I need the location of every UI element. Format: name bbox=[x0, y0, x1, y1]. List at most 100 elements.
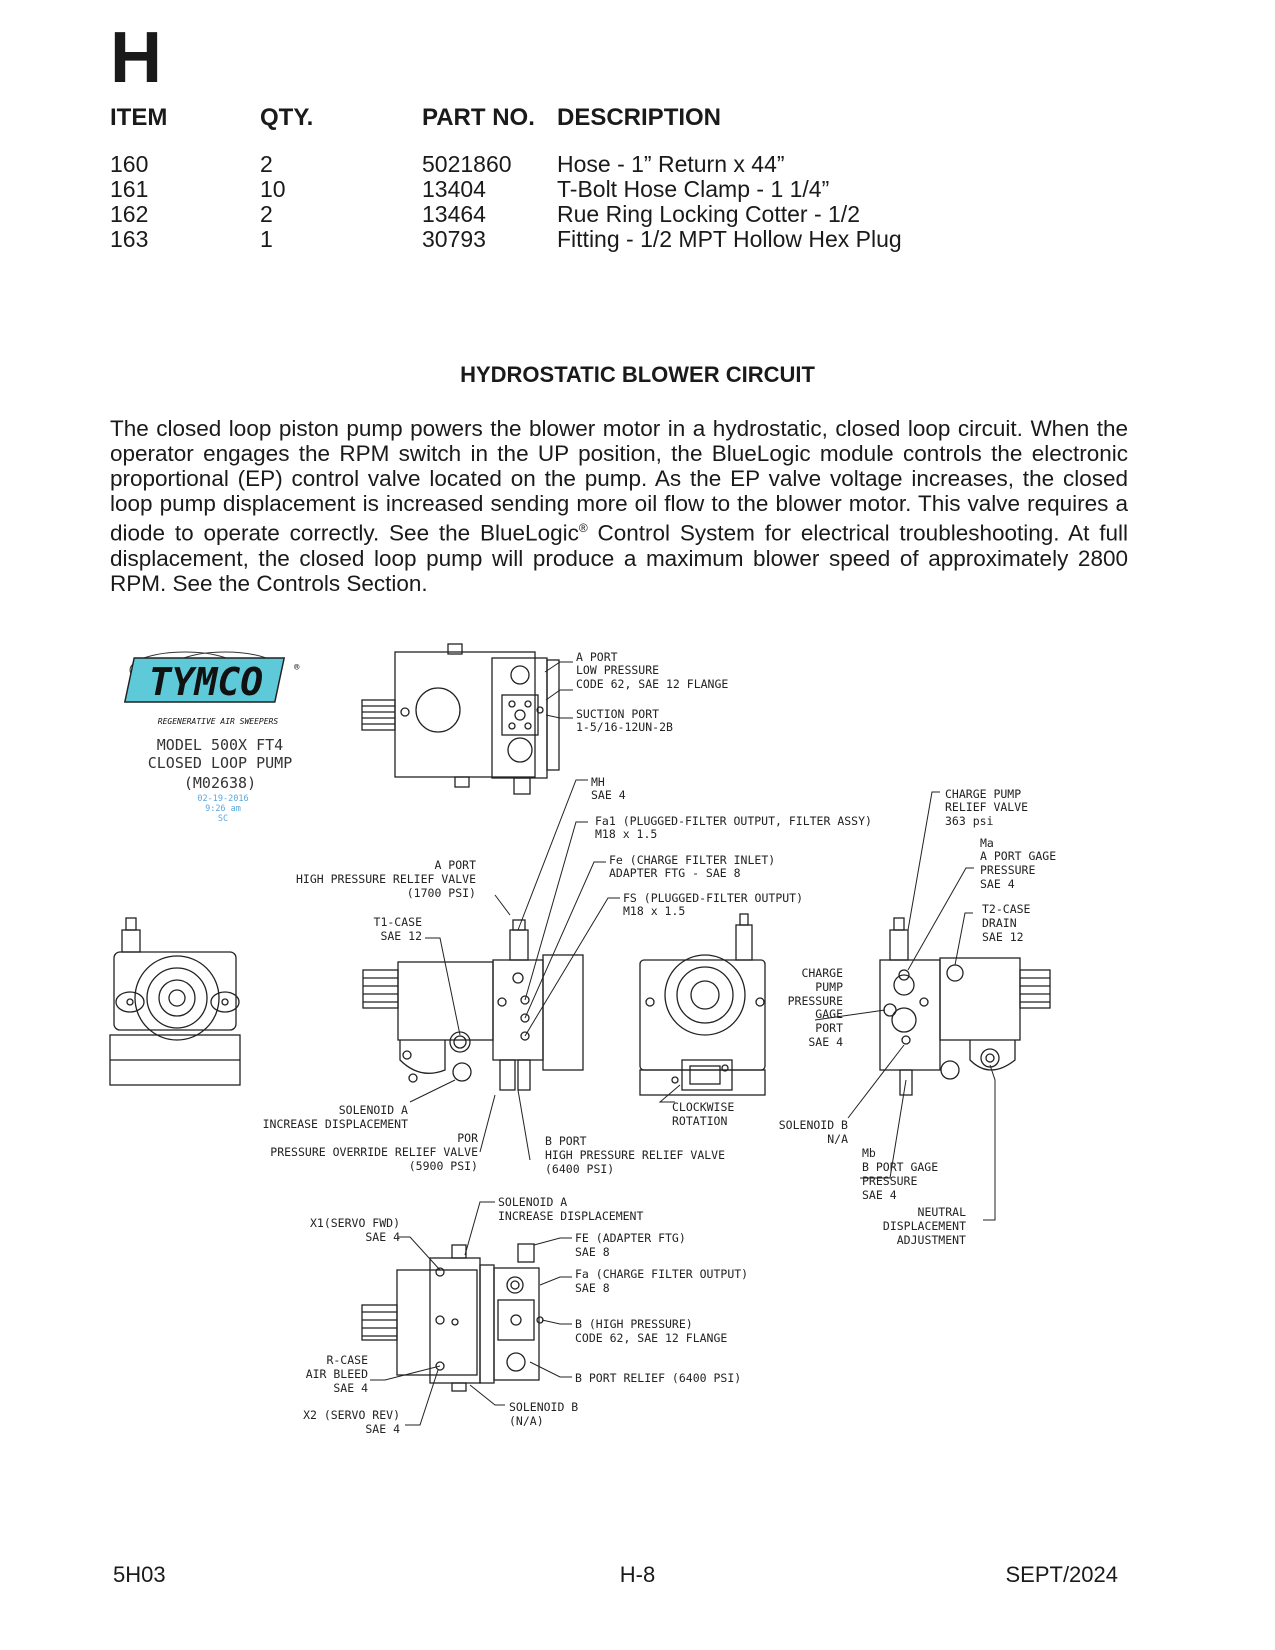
stamp-time: 9:26 am bbox=[205, 804, 241, 814]
label: PRESSURE bbox=[862, 1174, 917, 1188]
label: N/A bbox=[827, 1132, 848, 1146]
label: CHARGE bbox=[801, 966, 843, 980]
label: SOLENOID A bbox=[498, 1195, 567, 1209]
label: MH bbox=[591, 775, 605, 789]
label: B PORT RELIEF (6400 PSI) bbox=[575, 1371, 741, 1385]
label: CLOCKWISE bbox=[672, 1100, 734, 1114]
cell-description: Fitting - 1/2 MPT Hollow Hex Plug bbox=[557, 226, 902, 252]
label: AIR BLEED bbox=[306, 1367, 368, 1381]
cell-part-no: 5021860 bbox=[422, 151, 512, 177]
label: SOLENOID B bbox=[509, 1400, 578, 1414]
pump-end-view-left bbox=[109, 917, 241, 1086]
label: SUCTION PORT bbox=[576, 707, 659, 721]
label: GAGE bbox=[815, 1007, 843, 1021]
parts-table-header: ITEM QTY. PART NO. DESCRIPTION bbox=[110, 105, 1110, 135]
label: SAE 4 bbox=[980, 877, 1015, 891]
cell-qty: 2 bbox=[260, 151, 273, 177]
label: B (HIGH PRESSURE) bbox=[575, 1317, 693, 1331]
table-row: 161 10 13404 T-Bolt Hose Clamp - 1 1/4” bbox=[110, 177, 1110, 202]
label: SAE 8 bbox=[575, 1245, 610, 1259]
header-qty: QTY. bbox=[260, 104, 314, 131]
cell-part-no: 13464 bbox=[422, 201, 486, 227]
label: SAE 4 bbox=[808, 1035, 843, 1049]
table-row: 163 1 30793 Fitting - 1/2 MPT Hollow Hex… bbox=[110, 227, 1110, 252]
label: SAE 4 bbox=[333, 1381, 368, 1395]
pump-diagram: TYMCO ® REGENERATIVE AIR SWEEPERS MODEL … bbox=[109, 643, 1057, 1436]
label: HIGH PRESSURE RELIEF VALVE bbox=[545, 1148, 725, 1162]
table-row: 162 2 13464 Rue Ring Locking Cotter - 1/… bbox=[110, 202, 1110, 227]
footer-date: SEPT/2024 bbox=[1005, 1562, 1118, 1587]
label: DRAIN bbox=[982, 916, 1017, 930]
registered-mark: ® bbox=[578, 521, 588, 535]
label: SAE 4 bbox=[862, 1188, 897, 1202]
circuit-description-part-1: The closed loop piston pump powers the b… bbox=[110, 416, 1128, 546]
label: Fa1 (PLUGGED-FILTER OUTPUT, FILTER ASSY) bbox=[595, 814, 872, 828]
label: LOW PRESSURE bbox=[576, 663, 659, 677]
footer-page-number: H-8 bbox=[619, 1562, 656, 1587]
header-item: ITEM bbox=[110, 104, 168, 131]
cell-qty: 1 bbox=[260, 226, 273, 252]
label: Mb bbox=[862, 1146, 876, 1160]
label: T2-CASE bbox=[982, 902, 1031, 916]
parts-table: ITEM QTY. PART NO. DESCRIPTION 160 2 502… bbox=[110, 105, 1110, 252]
logo-reg: ® bbox=[294, 663, 300, 673]
label: A PORT bbox=[576, 650, 618, 664]
cell-description: Rue Ring Locking Cotter - 1/2 bbox=[557, 201, 860, 227]
label: PORT bbox=[815, 1021, 843, 1035]
leader-lines bbox=[370, 661, 996, 1426]
label: PRESSURE OVERRIDE RELIEF VALVE bbox=[270, 1145, 478, 1159]
label: A PORT bbox=[434, 858, 476, 872]
label: SAE 12 bbox=[380, 929, 422, 943]
label: ADAPTER FTG - SAE 8 bbox=[609, 866, 741, 880]
label: SAE 8 bbox=[575, 1281, 610, 1295]
stamp-initials: SC bbox=[218, 814, 228, 824]
cell-description: Hose - 1” Return x 44” bbox=[557, 151, 785, 177]
label: Fe (CHARGE FILTER INLET) bbox=[609, 853, 775, 867]
label: ROTATION bbox=[672, 1114, 727, 1128]
label: SAE 4 bbox=[591, 788, 626, 802]
circuit-description-part-2: Control System for electrical troublesho… bbox=[110, 520, 1128, 596]
label: SAE 4 bbox=[365, 1422, 400, 1436]
header-description: DESCRIPTION bbox=[557, 104, 722, 131]
label: (6400 PSI) bbox=[545, 1162, 614, 1176]
label: Ma bbox=[980, 836, 994, 850]
pump-top-view bbox=[361, 643, 560, 795]
label: B PORT bbox=[545, 1134, 587, 1148]
tymco-logo: TYMCO ® REGENERATIVE AIR SWEEPERS MODEL … bbox=[123, 651, 300, 824]
logo-text: TYMCO bbox=[149, 660, 263, 704]
cell-item: 163 bbox=[110, 226, 149, 252]
label: M18 x 1.5 bbox=[595, 827, 657, 841]
model-line-1: MODEL 500X FT4 bbox=[157, 736, 283, 754]
label: SOLENOID A bbox=[339, 1103, 408, 1117]
label: DISPLACEMENT bbox=[883, 1219, 966, 1233]
pump-side-view-a bbox=[362, 919, 584, 1091]
cell-part-no: 13404 bbox=[422, 176, 486, 202]
stamp-date: 02-19-2016 bbox=[197, 794, 248, 804]
circuit-description: The closed loop piston pump powers the b… bbox=[110, 416, 1128, 596]
label: RELIEF VALVE bbox=[945, 800, 1028, 814]
diagram-labels: A PORT LOW PRESSURE CODE 62, SAE 12 FLAN… bbox=[263, 650, 1057, 1436]
model-code: (M02638) bbox=[184, 774, 256, 792]
label: M18 x 1.5 bbox=[623, 904, 685, 918]
label: T1-CASE bbox=[374, 915, 423, 929]
label: CODE 62, SAE 12 FLANGE bbox=[576, 677, 728, 691]
label: (1700 PSI) bbox=[407, 886, 476, 900]
label: FS (PLUGGED-FILTER OUTPUT) bbox=[623, 891, 803, 905]
circuit-title: HYDROSTATIC BLOWER CIRCUIT bbox=[460, 362, 815, 387]
label: CODE 62, SAE 12 FLANGE bbox=[575, 1331, 727, 1345]
footer-section-code: 5H03 bbox=[113, 1562, 166, 1587]
label: B PORT GAGE bbox=[862, 1160, 938, 1174]
cell-item: 160 bbox=[110, 151, 149, 177]
label: POR bbox=[457, 1131, 478, 1145]
logo-tagline: REGENERATIVE AIR SWEEPERS bbox=[158, 717, 279, 726]
label: R-CASE bbox=[326, 1353, 368, 1367]
cell-description: T-Bolt Hose Clamp - 1 1/4” bbox=[557, 176, 830, 202]
label: INCREASE DISPLACEMENT bbox=[498, 1209, 643, 1223]
section-letter: H bbox=[110, 18, 162, 98]
label: 363 psi bbox=[945, 814, 994, 828]
label: 1-5/16-12UN-2B bbox=[576, 720, 673, 734]
cell-part-no: 30793 bbox=[422, 226, 486, 252]
label: PUMP bbox=[815, 980, 843, 994]
label: ADJUSTMENT bbox=[897, 1233, 966, 1247]
label: X2 (SERVO REV) bbox=[303, 1408, 400, 1422]
